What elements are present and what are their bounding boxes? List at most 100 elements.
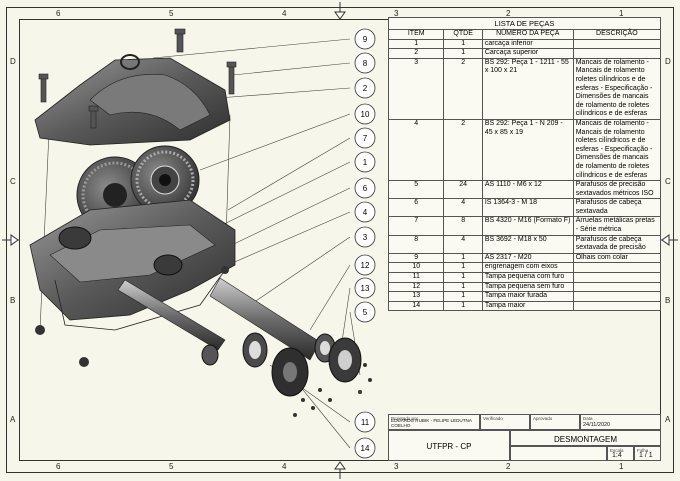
zone-row-d-left: D bbox=[10, 57, 16, 66]
cell-description bbox=[572, 272, 662, 283]
approved-cell: Aprovado bbox=[530, 414, 580, 430]
institution-value: UTFPR - CP bbox=[426, 442, 472, 451]
parts-list-title: LISTA DE PEÇAS bbox=[388, 17, 661, 29]
cell-description: Parafusos de cabeça sextavada bbox=[572, 198, 662, 218]
zone-row-b-right: B bbox=[665, 296, 671, 305]
zone-row-c-right: C bbox=[665, 177, 671, 186]
zone-row-a-left: A bbox=[10, 415, 16, 424]
cell-item: 1 bbox=[387, 38, 445, 50]
cell-description bbox=[572, 300, 662, 312]
balloon-label: 2 bbox=[363, 84, 368, 93]
cell-qty: 1 bbox=[443, 291, 483, 302]
designer-cell: Projetado por EDUARDO RUBIK - FELIPE LED… bbox=[388, 414, 480, 430]
balloon-label: 10 bbox=[361, 110, 370, 119]
cell-qty: 4 bbox=[443, 234, 483, 254]
balloon-label: 3 bbox=[363, 233, 368, 242]
cell-item: 4 bbox=[387, 118, 445, 182]
cell-part-number: Tampa pequena com furo bbox=[481, 272, 574, 283]
zone-col-2-bottom: 2 bbox=[506, 462, 511, 471]
cell-item: 14 bbox=[387, 300, 445, 312]
cell-part-number: IS 1364-3 - M 18 bbox=[481, 198, 574, 218]
col-header-item: ITEM bbox=[387, 29, 445, 40]
sheet-value: 1 / 1 bbox=[639, 452, 653, 459]
balloon-label: 13 bbox=[361, 284, 370, 293]
balloon-label: 11 bbox=[361, 418, 370, 427]
cell-description bbox=[572, 38, 662, 50]
balloon-label: 8 bbox=[363, 59, 368, 68]
col-header-description: DESCRIÇÃO bbox=[572, 29, 662, 40]
zone-col-3-top: 3 bbox=[394, 9, 399, 18]
balloon-label: 6 bbox=[363, 184, 368, 193]
parts-list-header-row: ITEM QTDE NÚMERO DA PEÇA DESCRIÇÃO bbox=[387, 29, 662, 40]
cell-item: 5 bbox=[387, 180, 445, 200]
bearings-and-covers bbox=[201, 332, 362, 397]
cell-description bbox=[572, 291, 662, 302]
balloon-label: 9 bbox=[363, 35, 368, 44]
cell-part-number: Tampa maior furada bbox=[481, 291, 574, 302]
cell-description: Arruelas metálicas pretas - Série métric… bbox=[572, 216, 662, 236]
balloon-label: 4 bbox=[363, 208, 368, 217]
cell-part-number: BS 3692 - M18 x 50 bbox=[481, 234, 574, 254]
zone-col-2-top: 2 bbox=[506, 9, 511, 18]
lower-housing bbox=[29, 199, 236, 331]
cell-qty: 1 bbox=[443, 38, 483, 50]
balloon-label: 7 bbox=[363, 134, 368, 143]
zone-col-5-top: 5 bbox=[169, 9, 174, 18]
cell-item: 7 bbox=[387, 216, 445, 236]
cell-qty: 1 bbox=[443, 281, 483, 293]
zone-row-b-left: B bbox=[10, 296, 16, 305]
checked-cell: Verificado bbox=[480, 414, 530, 430]
cell-part-number: Carcaça superior bbox=[481, 48, 574, 59]
designer-label: Projetado por bbox=[391, 416, 419, 421]
cell-item: 9 bbox=[387, 252, 445, 264]
parts-list-table: LISTA DE PEÇAS ITEM QTDE NÚMERO DA PEÇA … bbox=[387, 17, 662, 312]
date-value: 24/11/2020 bbox=[583, 422, 611, 428]
cell-part-number: engrenagem com eixos bbox=[481, 262, 574, 274]
blank-cell bbox=[510, 446, 607, 461]
zone-col-3-bottom: 3 bbox=[394, 462, 399, 471]
cell-part-number: AS 1110 - M6 x 12 bbox=[481, 180, 574, 200]
cell-qty: 1 bbox=[443, 272, 483, 283]
zone-col-6-bottom: 6 bbox=[56, 462, 61, 471]
date-cell: Data 24/11/2020 bbox=[580, 414, 661, 430]
cell-qty: 1 bbox=[443, 48, 483, 59]
cell-part-number: carcaça inferior bbox=[481, 38, 574, 50]
cell-item: 8 bbox=[387, 234, 445, 254]
cell-item: 6 bbox=[387, 198, 445, 218]
cell-part-number: BS 292: Peça 1 - 1211 - 55 x 100 x 21 bbox=[481, 57, 574, 120]
col-header-qty: QTDE bbox=[443, 29, 483, 40]
cell-item: 10 bbox=[387, 262, 445, 274]
zone-row-d-right: D bbox=[665, 57, 671, 66]
date-label: Data bbox=[583, 416, 593, 421]
cell-qty: 1 bbox=[443, 252, 483, 264]
drawing-title-cell: DESMONTAGEM bbox=[510, 430, 661, 446]
balloon-label: 12 bbox=[361, 261, 370, 270]
cell-description bbox=[572, 48, 662, 59]
cell-qty: 4 bbox=[443, 198, 483, 218]
scale-label: Escala bbox=[610, 448, 624, 453]
approved-label: Aprovado bbox=[533, 416, 553, 421]
cell-qty: 1 bbox=[443, 262, 483, 274]
cell-description: Olhais com colar bbox=[572, 252, 662, 264]
cell-description bbox=[572, 262, 662, 274]
cell-item: 3 bbox=[387, 57, 445, 120]
cell-part-number: Tampa pequena sem furo bbox=[481, 281, 574, 293]
cell-part-number: AS 2317 - M20 bbox=[481, 252, 574, 264]
upper-housing bbox=[34, 54, 231, 146]
institution-cell: UTFPR - CP bbox=[388, 430, 510, 461]
zone-col-4-bottom: 4 bbox=[282, 462, 287, 471]
col-header-part-number: NÚMERO DA PEÇA bbox=[481, 29, 574, 40]
cell-description: Mancais de rolamento - Mancais de rolame… bbox=[572, 118, 662, 182]
designer-value: EDUARDO RUBIK - FELIPE LEDUTNA COELHO bbox=[391, 418, 472, 428]
zone-col-1-bottom: 1 bbox=[619, 462, 624, 471]
cell-part-number: Tampa maior bbox=[481, 300, 574, 312]
